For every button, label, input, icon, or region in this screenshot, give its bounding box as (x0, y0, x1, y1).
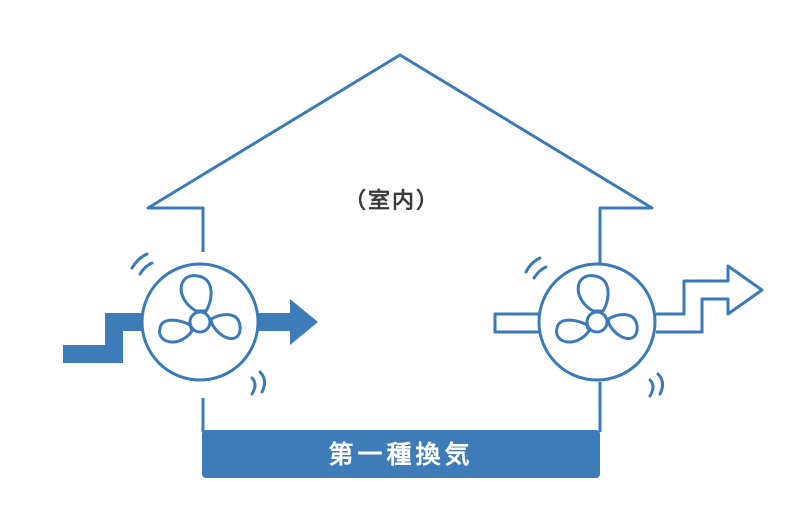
ventilation-type-label: 第一種換気 (328, 440, 474, 469)
exhaust-fan-icon (537, 262, 657, 382)
room-label: （室内） (343, 189, 440, 214)
supply-fan-motion-lines (130, 252, 267, 396)
floor-band (202, 430, 600, 478)
supply-fan-icon (140, 262, 260, 382)
house-outline (146, 53, 654, 432)
intake-arrow (63, 299, 318, 363)
exhaust-fan-motion-lines (524, 256, 665, 398)
house-roof-and-walls-upper (146, 53, 654, 264)
